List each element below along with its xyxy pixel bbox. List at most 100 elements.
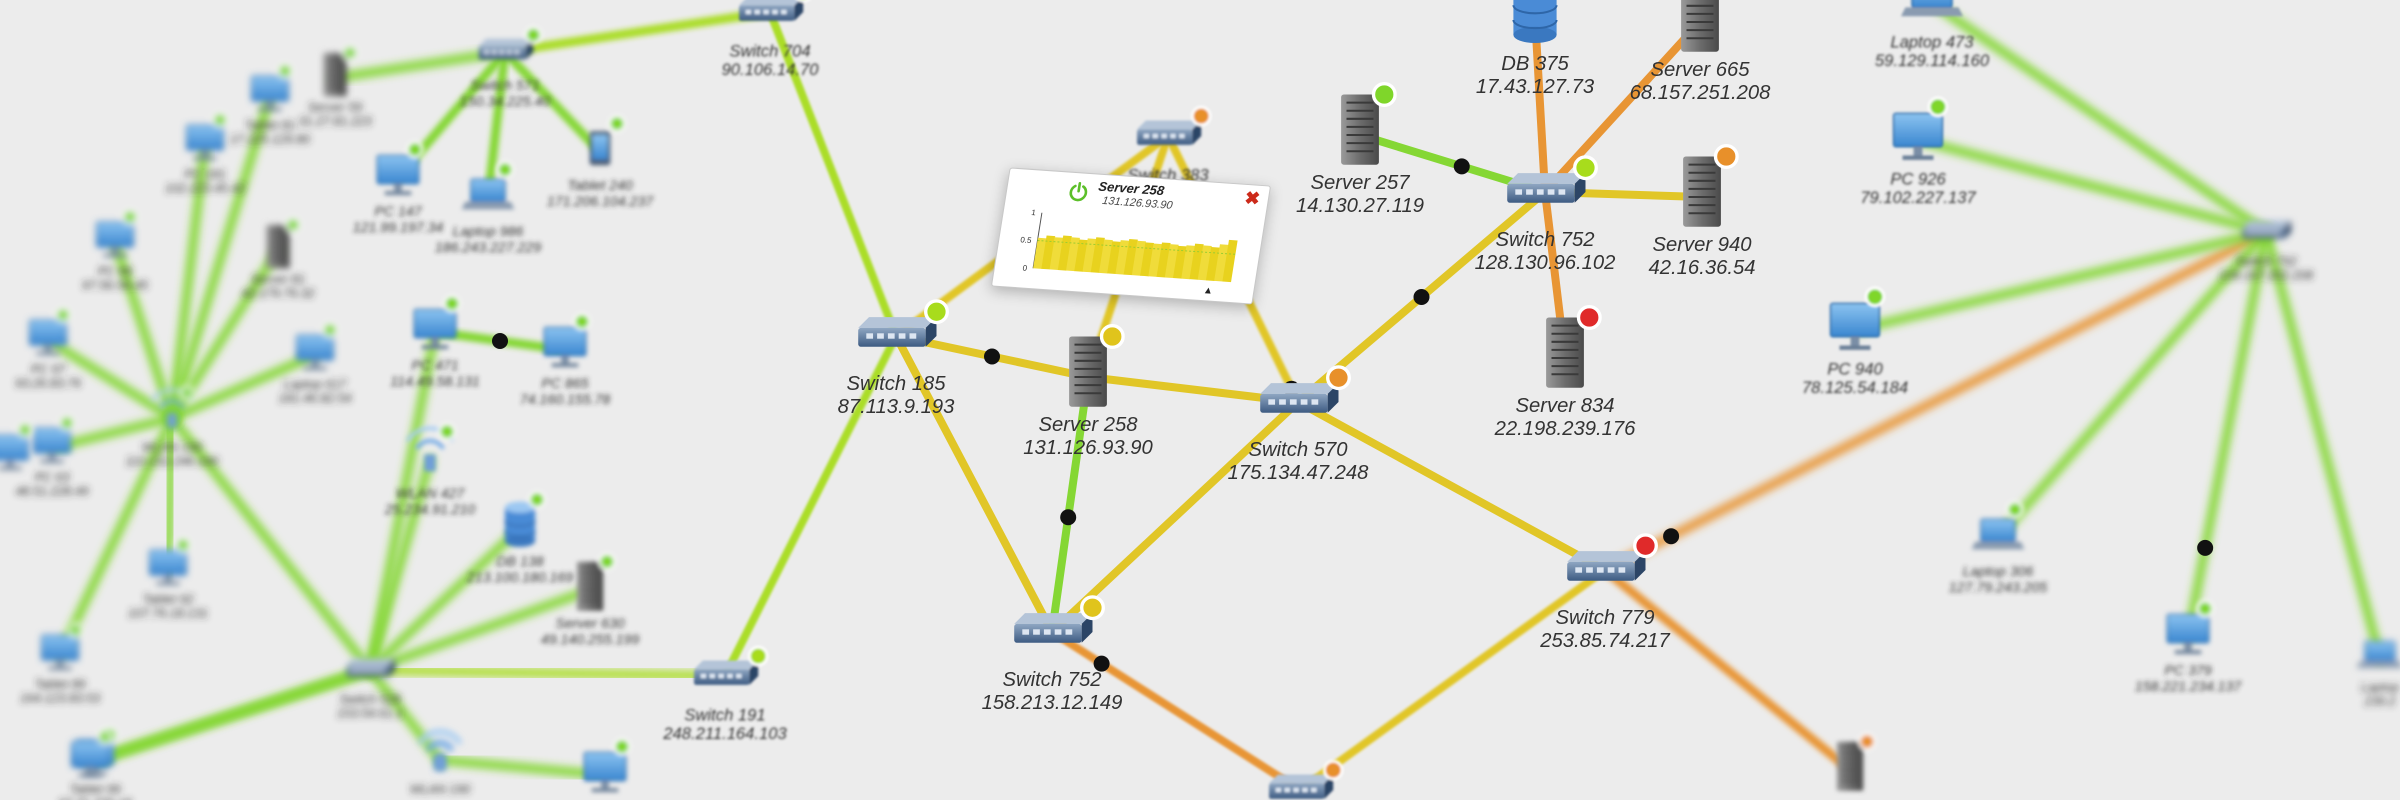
connection-e41[interactable] <box>43 335 177 423</box>
connection-e38[interactable] <box>167 91 275 423</box>
device-label: Server 834 <box>1515 395 1614 417</box>
connection-e15[interactable] <box>1294 398 1609 574</box>
connection-e1[interactable] <box>500 7 775 57</box>
connection-e25[interactable] <box>1850 227 2271 335</box>
connection-e2[interactable] <box>330 47 510 83</box>
device-pc-n50[interactable] <box>70 729 113 778</box>
power-icon[interactable] <box>1066 181 1091 204</box>
device-label: Switch 191 <box>684 705 765 724</box>
connection-e7[interactable] <box>721 332 900 680</box>
device-pc-n36[interactable] <box>583 737 631 793</box>
connection-e45[interactable] <box>47 413 177 453</box>
connection-e47[interactable] <box>435 755 610 780</box>
connection-e34[interactable] <box>365 665 445 765</box>
device-switch-n33[interactable] <box>1269 759 1344 799</box>
device-pc-n48[interactable] <box>0 422 33 471</box>
connection-e10[interactable] <box>1048 373 1092 636</box>
connection-e42[interactable] <box>167 350 320 423</box>
connection-e16[interactable] <box>1296 566 1609 794</box>
connection-e43[interactable] <box>163 413 177 575</box>
device-ip: 128.130.96.102 <box>1475 252 1616 274</box>
connection-e6[interactable] <box>766 8 900 340</box>
connection-e32[interactable] <box>365 585 595 675</box>
device-ip: 121.99.197.34 <box>353 220 444 236</box>
connection-e31[interactable] <box>365 523 525 675</box>
load-bar <box>1033 237 1047 269</box>
connection-e5[interactable] <box>483 47 510 203</box>
connection-e49[interactable] <box>1600 565 1855 775</box>
load-bar <box>1074 239 1088 272</box>
connection-e37[interactable] <box>167 140 210 423</box>
device-wlan-n49[interactable]: WLAN 190 <box>410 730 471 797</box>
connection-e26[interactable] <box>1993 227 2271 543</box>
status-indicator-icon <box>277 63 293 79</box>
connection-e9[interactable] <box>892 332 1056 636</box>
close-icon[interactable]: ✖ <box>1243 187 1262 209</box>
connection-e13[interactable] <box>1048 628 1304 794</box>
connection-e24[interactable] <box>1913 135 2271 237</box>
connection-e17[interactable] <box>1600 227 2271 575</box>
server-icon <box>1069 336 1107 407</box>
connection-e23[interactable] <box>1927 0 2271 237</box>
connection-e3[interactable] <box>500 47 605 157</box>
connection-e20[interactable] <box>1541 18 1704 196</box>
device-label: Switch 185 <box>846 373 946 395</box>
connection-e36[interactable] <box>365 327 440 675</box>
connection-e44[interactable] <box>55 413 177 660</box>
device-server-n34[interactable] <box>1836 732 1876 791</box>
connection-e52[interactable] <box>85 665 375 767</box>
connection-e27[interactable] <box>2183 227 2271 642</box>
connection-e19[interactable] <box>1531 12 1549 196</box>
connection-e35[interactable] <box>167 413 375 675</box>
connection-e12[interactable] <box>1048 398 1302 636</box>
expand-arrow-icon[interactable]: ▲ <box>1202 285 1214 297</box>
connection-e28[interactable] <box>2261 227 2385 663</box>
connection-e33[interactable] <box>365 665 730 681</box>
connection-e40[interactable] <box>110 237 177 423</box>
